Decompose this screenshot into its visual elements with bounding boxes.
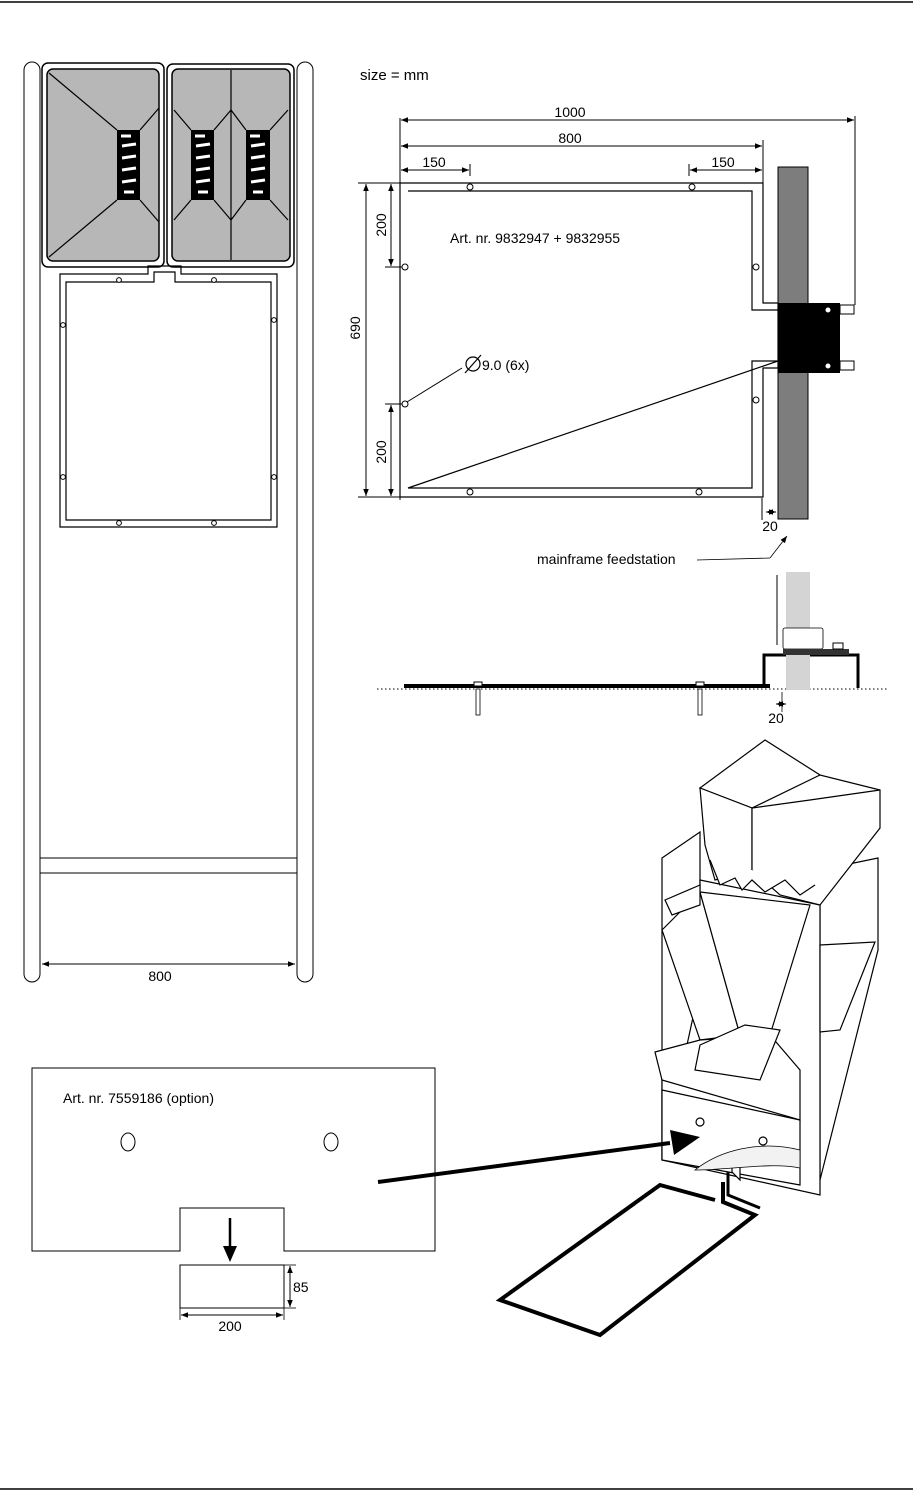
feed-plate-side xyxy=(404,684,770,688)
side-gap-dimension: 20 xyxy=(768,710,784,726)
mounting-hole xyxy=(689,184,695,190)
feedstation-isometric xyxy=(500,740,880,1335)
clamp-bracket xyxy=(778,303,840,373)
front-view: 800 xyxy=(24,62,313,984)
option-hole xyxy=(121,1133,135,1151)
front-width-dimension: 800 xyxy=(148,968,172,984)
frame-width-dimension: 800 xyxy=(558,130,582,146)
side-view: mainframe feedstation 20 xyxy=(377,536,888,726)
mainframe-label: mainframe feedstation xyxy=(537,551,676,567)
option-plate: Art. nr. 7559186 (option) 85 200 xyxy=(32,1068,435,1334)
right-hopper xyxy=(167,64,294,267)
left-hopper xyxy=(42,63,164,267)
mounting-hole xyxy=(753,397,759,403)
top-view: 1000 800 150 150 690 200 200 xyxy=(347,104,855,534)
base-frame-side xyxy=(764,655,858,688)
option-cutout xyxy=(180,1265,284,1308)
cross-bar xyxy=(40,858,297,873)
mounting-hole xyxy=(402,264,408,270)
option-pointer-line xyxy=(378,1143,670,1182)
option-article-number: Art. nr. 7559186 (option) xyxy=(63,1090,214,1106)
mounting-hole xyxy=(467,184,473,190)
mounting-hole xyxy=(467,489,473,495)
hole-bottom-dimension: 200 xyxy=(373,440,389,464)
cutout-height-dimension: 85 xyxy=(293,1279,309,1295)
left-post xyxy=(24,62,40,982)
mounting-hole xyxy=(753,264,759,270)
option-hole xyxy=(324,1133,338,1151)
size-unit-label: size = mm xyxy=(360,67,429,84)
total-width-dimension: 1000 xyxy=(554,104,585,120)
hole-right-dimension: 150 xyxy=(711,154,735,170)
clearance-dimension: 20 xyxy=(762,518,778,534)
hole-top-dimension: 200 xyxy=(373,213,389,237)
hole-left-dimension: 150 xyxy=(422,154,446,170)
article-number: Art. nr. 9832947 + 9832955 xyxy=(450,230,620,246)
height-dimension: 690 xyxy=(347,316,363,340)
hole-spec: 9.0 (6x) xyxy=(482,357,529,373)
floor-feed-plate xyxy=(500,1182,755,1335)
mounting-hole xyxy=(696,489,702,495)
cutout-width-dimension: 200 xyxy=(218,1318,242,1334)
right-post xyxy=(297,62,313,982)
front-feed-frame xyxy=(60,266,277,527)
